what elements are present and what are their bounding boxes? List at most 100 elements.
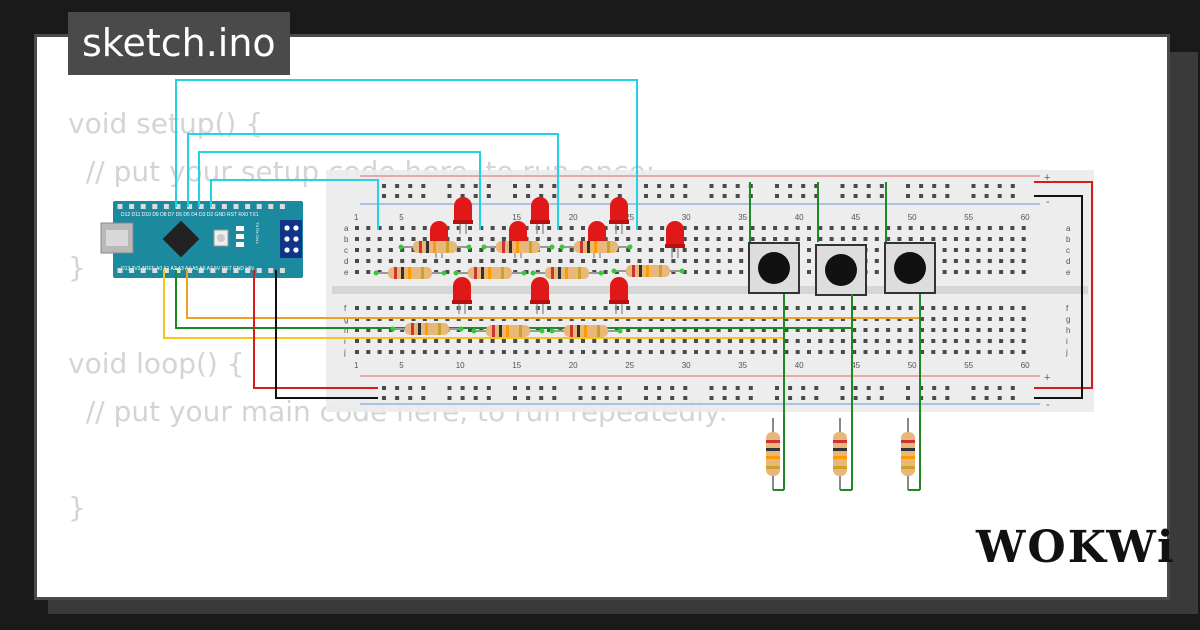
red-led[interactable] [609, 277, 629, 314]
breadboard-hole[interactable] [648, 339, 653, 343]
rail-hole[interactable] [683, 386, 688, 390]
breadboard-hole[interactable] [976, 339, 981, 343]
rail-hole[interactable] [552, 396, 557, 400]
breadboard-hole[interactable] [355, 237, 359, 241]
breadboard-hole[interactable] [434, 259, 439, 263]
rail-hole[interactable] [526, 184, 531, 188]
breadboard-hole[interactable] [694, 259, 698, 263]
rail-hole[interactable] [945, 396, 950, 400]
breadboard-hole[interactable] [840, 226, 845, 230]
rail-hole[interactable] [539, 396, 544, 400]
breadboard-hole[interactable] [411, 350, 416, 354]
rail-hole[interactable] [984, 386, 989, 390]
breadboard-hole[interactable] [558, 306, 563, 310]
rail-hole[interactable] [591, 194, 596, 198]
rail-hole[interactable] [801, 396, 806, 400]
resistor[interactable] [373, 267, 447, 279]
breadboard-hole[interactable] [716, 339, 721, 343]
breadboard-hole[interactable] [987, 259, 992, 263]
breadboard-hole[interactable] [490, 339, 495, 343]
breadboard-hole[interactable] [976, 317, 981, 321]
breadboard-hole[interactable] [479, 248, 484, 252]
breadboard-hole[interactable] [886, 350, 891, 354]
nano-pin[interactable] [268, 268, 274, 273]
nano-pin[interactable] [221, 268, 227, 273]
breadboard-hole[interactable] [965, 350, 970, 354]
file-tab[interactable]: sketch.ino [68, 12, 290, 75]
breadboard-hole[interactable] [761, 350, 766, 354]
rail-hole[interactable] [486, 386, 491, 390]
rail-hole[interactable] [486, 194, 491, 198]
breadboard-hole[interactable] [999, 306, 1004, 310]
breadboard-hole[interactable] [694, 226, 698, 230]
rail-hole[interactable] [735, 386, 740, 390]
resistor[interactable] [530, 267, 604, 279]
breadboard-hole[interactable] [987, 306, 992, 310]
breadboard-hole[interactable] [671, 328, 676, 332]
breadboard-hole[interactable] [648, 306, 653, 310]
breadboard-hole[interactable] [807, 248, 811, 252]
breadboard-hole[interactable] [931, 317, 936, 321]
breadboard-hole[interactable] [535, 237, 540, 241]
breadboard-hole[interactable] [761, 328, 766, 332]
breadboard-hole[interactable] [987, 248, 992, 252]
led-array[interactable] [429, 197, 685, 314]
breadboard-hole[interactable] [501, 237, 506, 241]
breadboard-hole[interactable] [942, 317, 947, 321]
breadboard-hole[interactable] [807, 328, 811, 332]
breadboard-hole[interactable] [999, 350, 1004, 354]
breadboard-hole[interactable] [874, 237, 879, 241]
breadboard-hole[interactable] [603, 306, 608, 310]
rail-hole[interactable] [604, 386, 609, 390]
breadboard-hole[interactable] [886, 328, 891, 332]
rail-hole[interactable] [971, 386, 976, 390]
breadboard-hole[interactable] [818, 237, 823, 241]
rail-hole[interactable] [866, 184, 871, 188]
breadboard-hole[interactable] [400, 339, 405, 343]
rail-hole[interactable] [919, 194, 924, 198]
breadboard-hole[interactable] [513, 339, 518, 343]
breadboard-hole[interactable] [479, 339, 484, 343]
breadboard-hole[interactable] [456, 237, 461, 241]
rail-hole[interactable] [906, 386, 910, 390]
rail-hole[interactable] [1010, 396, 1015, 400]
breadboard-hole[interactable] [626, 339, 631, 343]
breadboard-hole[interactable] [569, 339, 574, 343]
breadboard-hole[interactable] [547, 226, 552, 230]
breadboard-hole[interactable] [953, 270, 958, 274]
rail-hole[interactable] [670, 194, 675, 198]
breadboard-hole[interactable] [897, 237, 902, 241]
breadboard-hole[interactable] [490, 237, 495, 241]
breadboard-hole[interactable] [411, 259, 416, 263]
breadboard-hole[interactable] [976, 350, 981, 354]
breadboard-hole[interactable] [931, 237, 936, 241]
breadboard-hole[interactable] [660, 328, 665, 332]
breadboard-hole[interactable] [547, 306, 552, 310]
wires-power[interactable] [253, 181, 1093, 399]
breadboard-hole[interactable] [908, 306, 913, 310]
breadboard-hole[interactable] [434, 339, 439, 343]
rail-hole[interactable] [840, 184, 845, 188]
nano-pin[interactable] [245, 204, 251, 209]
breadboard-hole[interactable] [840, 328, 845, 332]
breadboard-hole[interactable] [739, 350, 744, 354]
breadboard-hole[interactable] [818, 226, 823, 230]
rail-hole[interactable] [395, 194, 400, 198]
breadboard-hole[interactable] [761, 226, 766, 230]
breadboard-hole[interactable] [920, 317, 924, 321]
breadboard-hole[interactable] [614, 259, 619, 263]
breadboard-hole[interactable] [761, 339, 766, 343]
rail-hole[interactable] [473, 396, 478, 400]
rail-hole[interactable] [657, 194, 662, 198]
breadboard-hole[interactable] [569, 248, 574, 252]
breadboard-hole[interactable] [637, 350, 642, 354]
rail-hole[interactable] [722, 194, 727, 198]
breadboard-hole[interactable] [1021, 270, 1026, 274]
resistor[interactable] [398, 241, 472, 253]
breadboard-hole[interactable] [569, 306, 574, 310]
rail-hole[interactable] [984, 396, 989, 400]
rail-hole[interactable] [644, 396, 648, 400]
breadboard-hole[interactable] [953, 306, 958, 310]
breadboard-hole[interactable] [739, 328, 744, 332]
breadboard-hole[interactable] [501, 350, 506, 354]
